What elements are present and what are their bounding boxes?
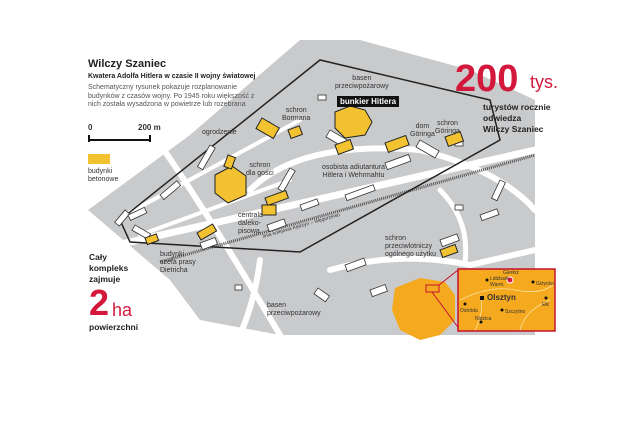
- label-hitler-bunker: bunkier Hitlera: [337, 96, 400, 107]
- area-value: 2: [89, 282, 110, 323]
- scale-bar: [88, 135, 151, 142]
- city-szczytno: Szczytno: [505, 309, 526, 315]
- label-fence: ogrodzenie: [202, 129, 237, 136]
- subtitle: Kwatera Adolfa Hitlera w czasie II wojny…: [88, 73, 256, 80]
- page-title: Wilczy Szaniec: [88, 58, 167, 70]
- area-after: powierzchni: [89, 322, 139, 332]
- city-ostroda: Ostróda: [460, 308, 478, 314]
- city-nidzica: Nidzica: [475, 316, 492, 322]
- scale-zero: 0: [88, 123, 93, 132]
- city-lidzbark: Lidzbark Warm.: [490, 276, 509, 288]
- description: Schematyczny rysunek pokazuje rozplanowa…: [88, 84, 255, 108]
- visitors-text: turystów rocznie odwiedza Wilczy Szaniec: [483, 102, 551, 134]
- city-elk: Ełk: [542, 302, 549, 308]
- visitors-value: 200: [455, 58, 519, 100]
- visitors-unit: tys.: [530, 72, 559, 92]
- city-gizycko: Giżycko: [536, 281, 554, 287]
- railway: [159, 153, 536, 264]
- poland-shape: [392, 278, 455, 340]
- buildings-concrete: [144, 105, 465, 259]
- area-unit: ha: [112, 300, 133, 320]
- fence: [119, 59, 501, 253]
- legend-swatch: [88, 154, 110, 164]
- area-text: Cały kompleks zajmuje: [89, 252, 129, 284]
- city-olsztyn: Olsztyn: [487, 293, 516, 302]
- inset-map: [457, 268, 556, 332]
- scale-end: 200 m: [138, 123, 161, 132]
- legend-label: budynki betonowe: [88, 168, 119, 183]
- city-gierloz: Gierłoż: [503, 270, 519, 276]
- inset-city-dots: [463, 276, 548, 324]
